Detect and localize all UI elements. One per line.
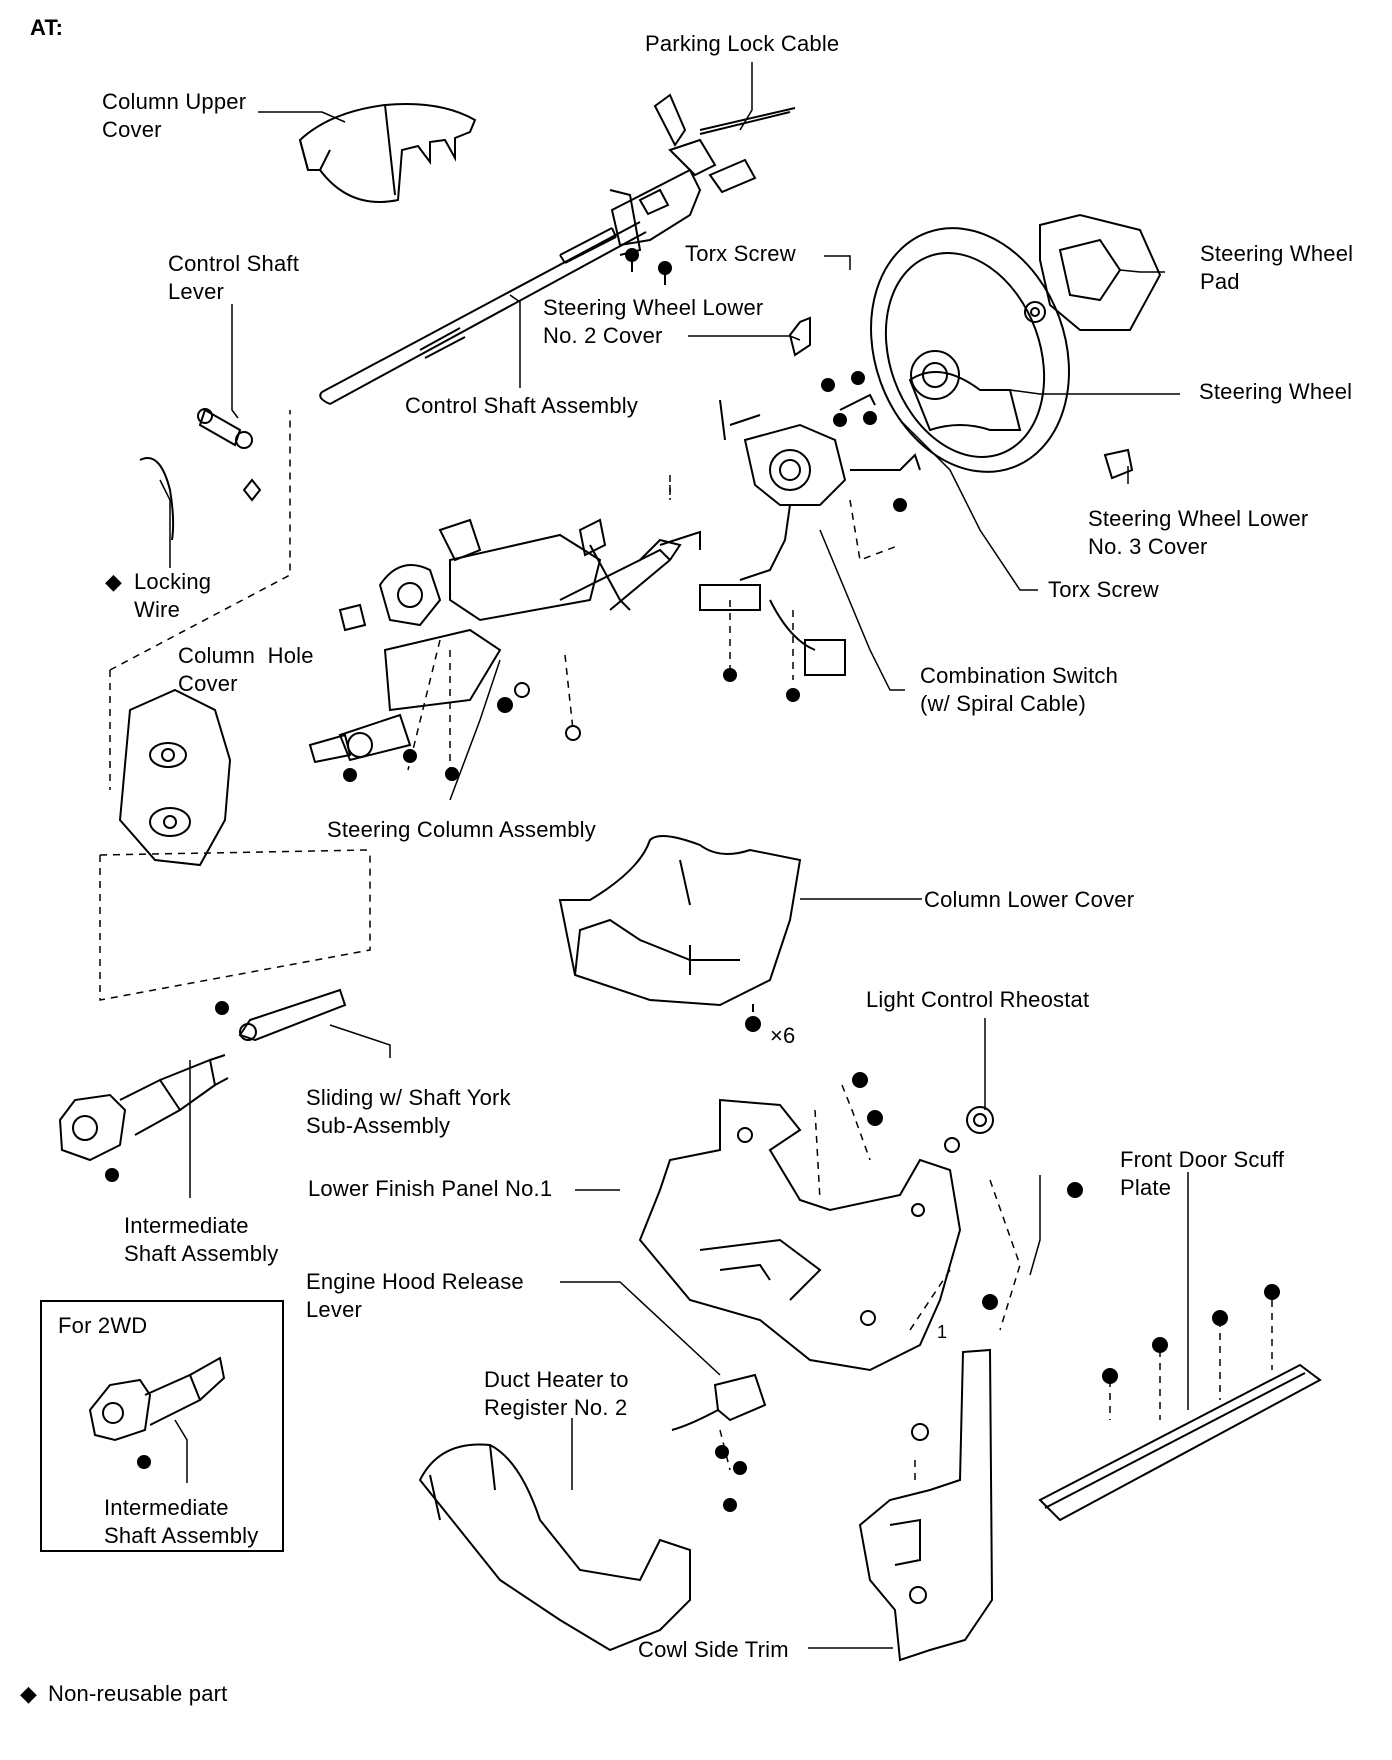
label-lower-finish-panel: Lower Finish Panel No.1	[308, 1176, 553, 1201]
label-sliding-shaft-york: Sliding w/ Shaft York Sub-Assembly	[306, 1085, 511, 1138]
torx-screws-top	[626, 249, 671, 285]
column-upper-cover	[300, 104, 475, 202]
label-control-shaft-lever: Control Shaft Lever	[168, 251, 300, 304]
label-front-door-scuff-plate: Front Door Scuff Plate	[1120, 1147, 1285, 1200]
locking-wire	[140, 458, 173, 540]
label-steering-wheel-lower-no2-cover: Steering Wheel Lower No. 2 Cover	[543, 295, 764, 348]
label-ref-one: 1	[937, 1322, 948, 1342]
non-reusable-mark: ◆	[105, 569, 123, 594]
label-steering-column-assembly: Steering Column Assembly	[327, 817, 596, 842]
label-cowl-side-trim: Cowl Side Trim	[638, 1637, 789, 1662]
control-shaft-assembly	[320, 95, 795, 404]
label-engine-hood-release-lever: Engine Hood Release Lever	[306, 1269, 524, 1322]
label-light-control-rheostat: Light Control Rheostat	[866, 987, 1090, 1012]
for-2wd-inset	[40, 1300, 284, 1552]
label-duct-heater: Duct Heater to Register No. 2	[484, 1367, 629, 1420]
leader-lines	[160, 62, 1188, 1648]
label-locking-wire: Locking Wire	[134, 569, 212, 622]
label-parking-lock-cable: Parking Lock Cable	[645, 31, 840, 56]
intermediate-shaft-2wd	[90, 1358, 224, 1468]
label-intermediate-shaft-assembly: Intermediate Shaft Assembly	[124, 1213, 279, 1266]
label-combination-switch: Combination Switch (w/ Spiral Cable)	[920, 663, 1119, 716]
column-hole-cover	[120, 690, 230, 865]
footnote-mark: ◆	[20, 1681, 38, 1706]
front-door-scuff-plate	[1040, 1285, 1320, 1520]
steering-column-assembly	[310, 520, 700, 781]
light-control-rheostat	[945, 1107, 993, 1152]
label-steering-wheel: Steering Wheel	[1199, 379, 1353, 404]
engine-hood-release-lever	[672, 1375, 765, 1511]
control-shaft-lever	[198, 409, 260, 500]
footnote-text: Non-reusable part	[48, 1681, 228, 1706]
section-heading: AT:	[30, 15, 64, 40]
column-lower-cover	[560, 836, 800, 1031]
label-steering-wheel-lower-no3-cover: Steering Wheel Lower No. 3 Cover	[1088, 506, 1309, 559]
label-torx-screw-top: Torx Screw	[685, 241, 796, 266]
cowl-side-trim	[860, 1350, 992, 1660]
steering-wheel-pad	[1025, 215, 1160, 330]
lower-finish-panel	[640, 1073, 1082, 1370]
label-steering-wheel-pad: Steering Wheel Pad	[1200, 241, 1354, 294]
label-column-upper-cover: Column Upper Cover	[102, 89, 247, 142]
label-times-six: ×6	[770, 1023, 796, 1048]
steering-wheel-lower-no3-cover	[1105, 450, 1132, 478]
label-torx-screw-bottom: Torx Screw	[1048, 577, 1159, 602]
duct-heater	[420, 1444, 690, 1650]
steering-wheel	[838, 200, 1102, 500]
label-intermediate-shaft-assembly-2wd: Intermediate Shaft Assembly	[104, 1495, 259, 1548]
intermediate-shaft-assembly	[60, 990, 345, 1181]
combination-switch	[700, 372, 920, 701]
label-column-hole-cover: Column Hole Cover	[178, 643, 314, 696]
label-for-2wd: For 2WD	[58, 1313, 148, 1338]
steering-wheel-lower-no2-cover	[790, 318, 810, 355]
label-column-lower-cover: Column Lower Cover	[924, 887, 1135, 912]
label-control-shaft-assembly: Control Shaft Assembly	[405, 393, 639, 418]
